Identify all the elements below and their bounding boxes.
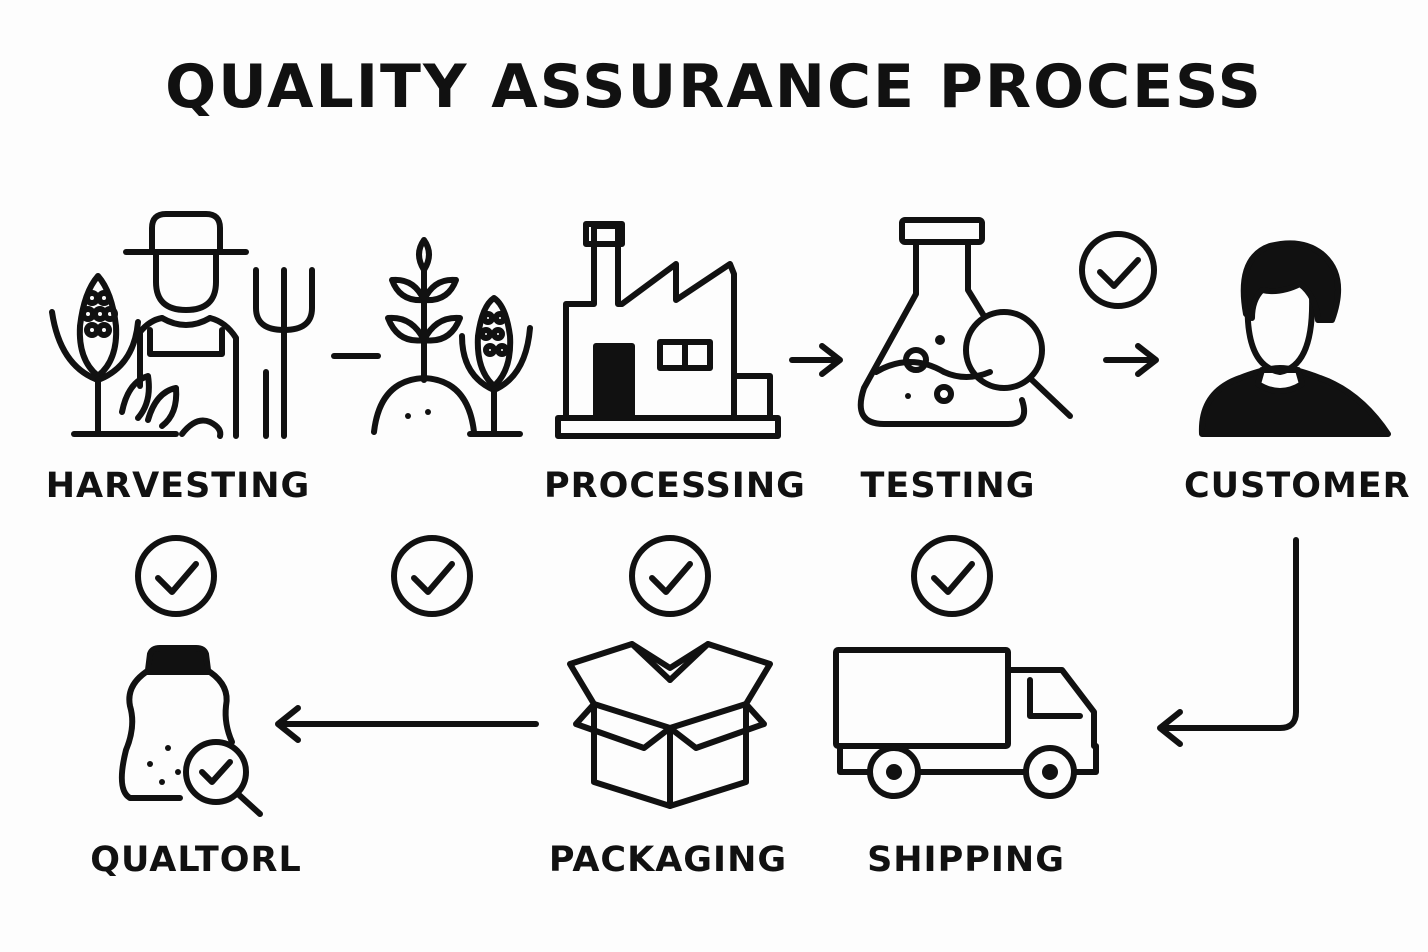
bottle-icon bbox=[118, 645, 235, 801]
pitchfork-icon bbox=[253, 267, 315, 439]
page-title: QUALITY ASSURANCE PROCESS bbox=[165, 52, 1263, 122]
customer-avatar-icon bbox=[1198, 240, 1391, 437]
step-label-customer: CUSTOMER bbox=[1184, 466, 1411, 506]
arrow-left-icon bbox=[275, 705, 539, 743]
step-label-shipping: SHIPPING bbox=[867, 840, 1065, 880]
corn-icon bbox=[459, 295, 533, 437]
step-label-harvesting: HARVESTING bbox=[45, 466, 311, 506]
check-circle-icon bbox=[629, 535, 711, 617]
sprout-icon bbox=[371, 237, 477, 435]
truck-icon bbox=[833, 647, 1099, 799]
check-circle-icon bbox=[911, 535, 993, 617]
arrow-down-left-icon bbox=[1157, 537, 1299, 747]
flask-icon bbox=[857, 217, 1028, 427]
arrow-right-icon bbox=[789, 343, 843, 377]
check-circle-icon bbox=[391, 535, 473, 617]
box-icon bbox=[567, 641, 773, 809]
step-label-testing: TESTING bbox=[860, 466, 1036, 506]
check-circle-icon bbox=[1079, 231, 1157, 309]
step-label-processing: PROCESSING bbox=[544, 466, 806, 506]
magnifier-check-icon bbox=[183, 739, 263, 817]
magnifier-icon bbox=[963, 309, 1073, 419]
step-label-packaging: PACKAGING bbox=[548, 840, 788, 880]
arrow-right-icon bbox=[1103, 343, 1159, 377]
check-circle-icon bbox=[135, 535, 217, 617]
corn-icon bbox=[49, 273, 180, 437]
farmer-icon bbox=[123, 211, 249, 439]
step-label-quality-control: QUALTORL bbox=[90, 840, 302, 880]
factory-icon bbox=[555, 221, 781, 439]
